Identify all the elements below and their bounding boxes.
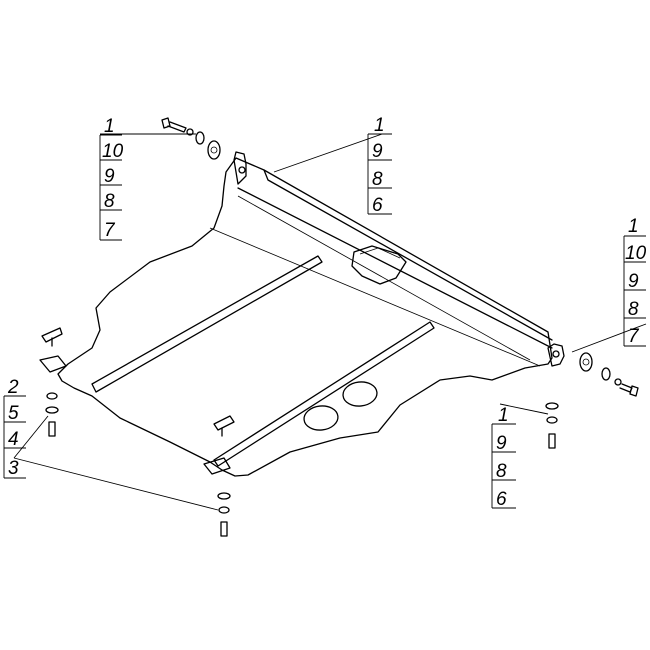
callout-label: 8: [628, 299, 639, 320]
callout-label: 10: [625, 243, 647, 264]
raised-pad: [351, 245, 407, 285]
callout-right: 1 10 9 8 7: [625, 216, 647, 347]
callout-label: 7: [104, 220, 116, 241]
front-rib: [91, 255, 323, 393]
callout-label: 9: [496, 433, 507, 454]
callout-label: 9: [104, 166, 115, 187]
leader-lines: [13, 133, 647, 511]
callout-label: 8: [372, 169, 383, 190]
callout-bottom-right: 1 9 8 6: [496, 405, 509, 510]
drain-hole-2: [303, 405, 339, 431]
callout-label: 4: [8, 429, 19, 450]
callout-label: 8: [104, 191, 115, 212]
callout-label: 6: [496, 489, 507, 510]
callout-left: 2 5 4 3: [7, 377, 19, 479]
callout-label: 1: [104, 116, 115, 137]
callout-top-left: 1 10 9 8 7: [102, 116, 124, 241]
callout-label: 6: [372, 195, 383, 216]
callout-label: 1: [374, 115, 385, 136]
fasteners-right: [579, 352, 639, 397]
fasteners-left: [45, 392, 59, 437]
callout-label: 1: [498, 405, 509, 426]
fasteners-top-left: [161, 117, 221, 160]
callout-label: 8: [496, 461, 507, 482]
callout-label: 7: [628, 326, 640, 347]
right-mount-tab: [547, 343, 565, 367]
rear-rib: [213, 321, 435, 467]
callout-label: 3: [8, 458, 19, 479]
callout-label: 9: [628, 271, 639, 292]
callout-label: 10: [102, 141, 124, 162]
callout-top-right: 1 9 8 6: [372, 115, 385, 216]
callout-label: 9: [372, 141, 383, 162]
callout-frames: [3, 133, 646, 509]
drain-hole-1: [342, 381, 378, 407]
plate-outline: [57, 157, 553, 477]
fasteners-bottom-center: [217, 492, 231, 537]
callout-label: 2: [7, 377, 19, 398]
callout-label: 5: [8, 403, 19, 424]
left-mount-tab: [233, 151, 247, 185]
fasteners-bottom-right: [545, 402, 559, 449]
skid-plate: [39, 151, 565, 477]
top-flange: [237, 169, 553, 349]
callout-label: 1: [628, 216, 639, 237]
